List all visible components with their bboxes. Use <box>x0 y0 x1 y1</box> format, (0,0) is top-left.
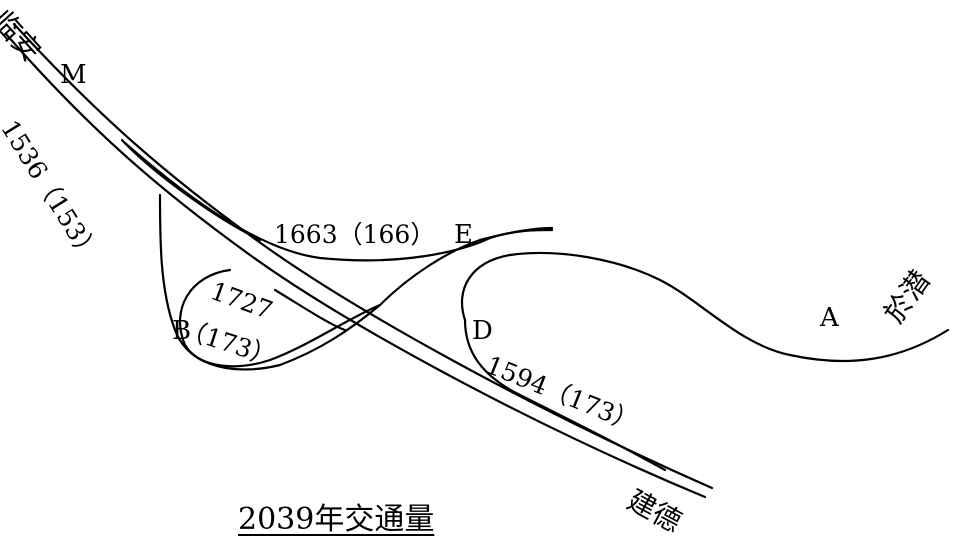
crossing-ramp <box>273 288 347 332</box>
diagram-title: 2039年交通量 <box>238 502 435 537</box>
loop-b <box>158 193 554 371</box>
point-m: M <box>60 60 87 90</box>
point-b: B <box>172 316 192 346</box>
loop-d-lower <box>463 318 667 472</box>
point-d: D <box>472 316 493 346</box>
mainline-east-edge <box>12 22 714 490</box>
loop-d <box>460 251 950 363</box>
mainline-west-edge <box>4 32 707 499</box>
ramp-top-upper-edge <box>120 138 262 242</box>
point-a: A <box>820 303 839 333</box>
point-e: E <box>454 220 473 250</box>
loop-b-inner <box>179 268 382 368</box>
flow-ramp-top: 1663（166） <box>274 220 436 249</box>
